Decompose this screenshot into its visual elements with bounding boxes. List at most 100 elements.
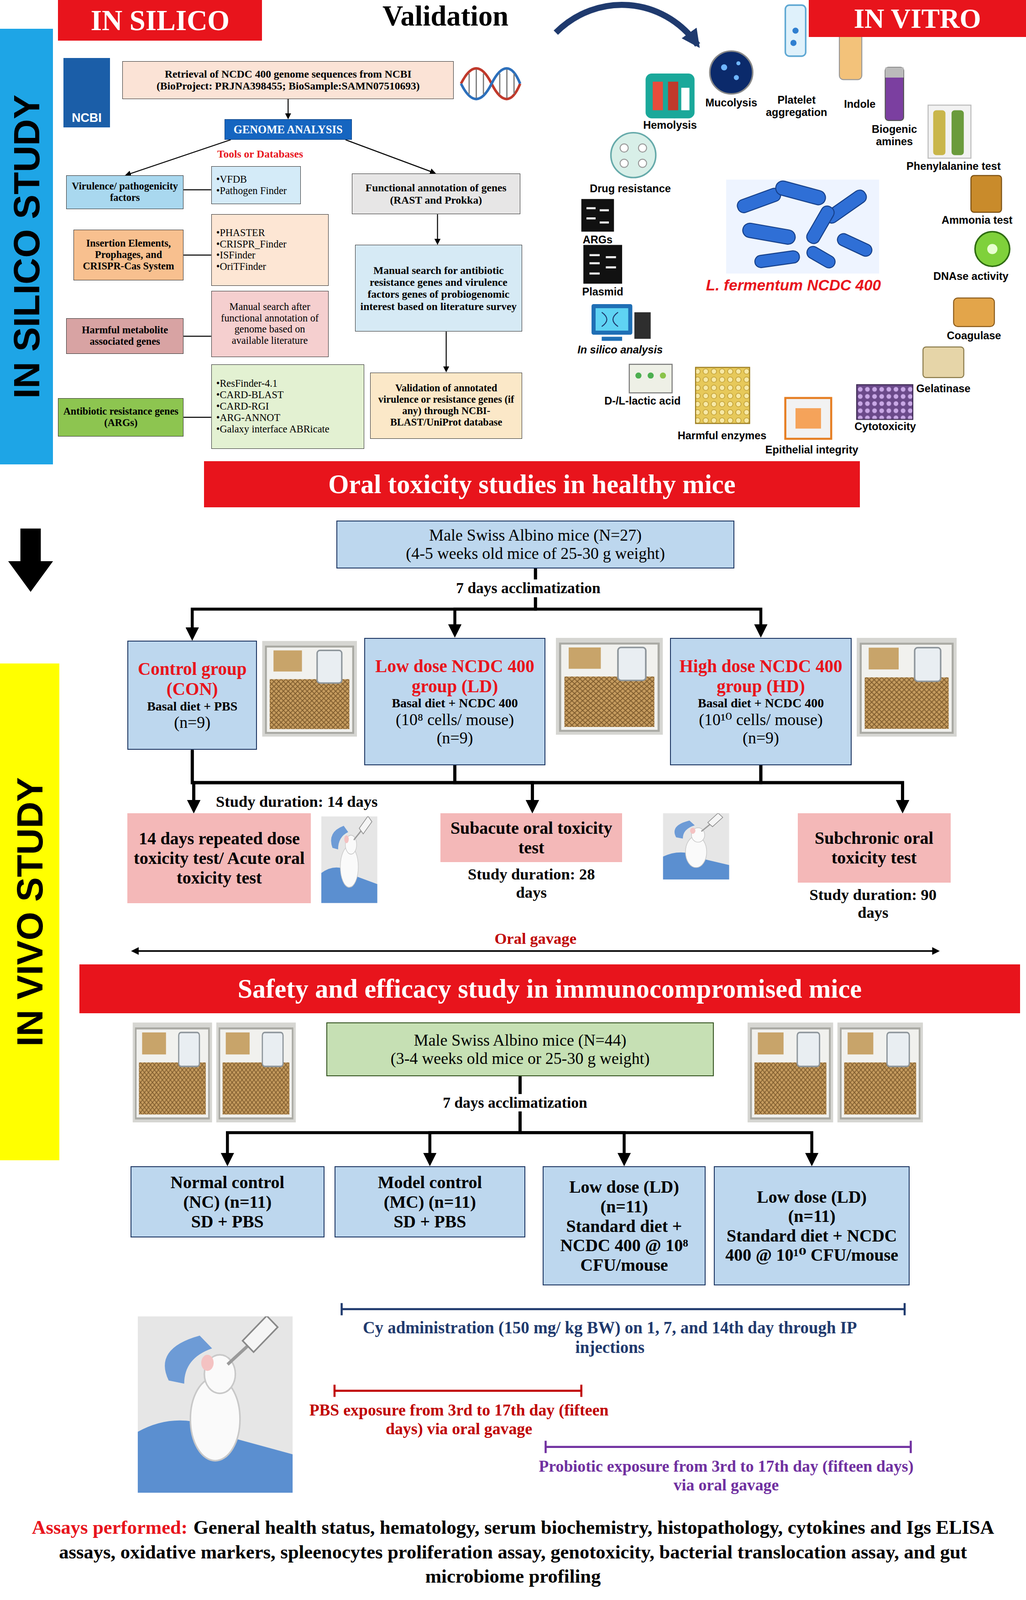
- assay-label: Indole: [843, 98, 876, 111]
- box-text: Basal diet + NCDC 400: [675, 695, 847, 710]
- box-text: •Pathogen Finder: [216, 185, 296, 197]
- assay-label: Hemolysis: [643, 119, 697, 132]
- note-heading: Assays performed:: [31, 1515, 188, 1538]
- assay-label: Ammonia test: [941, 214, 1013, 227]
- box-text: (3-4 weeks old mice or 25-30 g weight): [331, 1048, 709, 1068]
- connector-arrow: [520, 1075, 625, 1158]
- connector-arrow: [192, 568, 536, 633]
- text-label: Study duration: 28 days: [465, 864, 598, 902]
- box-text: 14 days repeated dose toxicity test/ Acu…: [131, 828, 307, 887]
- box-text: (n=9): [675, 728, 847, 747]
- category-box: Harmful metabolite associated genes: [66, 318, 184, 354]
- connector-arrow: [183, 188, 211, 190]
- bacteria-image: [726, 179, 880, 274]
- connector-arrow: [429, 1075, 521, 1158]
- assay-label: Biogenic amines: [858, 123, 931, 148]
- box-text: (10¹⁰ cells/ mouse): [675, 710, 847, 729]
- box-text: Oral toxicity studies in healthy mice: [208, 469, 856, 499]
- group-box: Model control(MC) (n=11)SD + PBS: [334, 1165, 526, 1237]
- box-text: SD + PBS: [340, 1211, 520, 1231]
- box-text: Normal control: [136, 1172, 319, 1192]
- connector-arrow: [445, 331, 447, 369]
- box-text: (n=9): [369, 728, 541, 747]
- box-text: •CRISPR_Finder: [216, 238, 324, 251]
- band-title: IN SILICO STUDY: [5, 94, 48, 399]
- tool-list-box: •VFDB•Pathogen Finder: [211, 166, 302, 205]
- box-text: Basal diet + NCDC 400: [369, 695, 541, 710]
- box-text: Retrieval of NCDC 400 genome sequences f…: [127, 68, 449, 80]
- box-text: •ResFinder-4.1: [216, 377, 360, 390]
- section-tag: IN SILICO: [57, 0, 262, 41]
- box-text: Subchronic oral toxicity test: [802, 827, 947, 867]
- heading-label: Validation: [382, 0, 509, 33]
- assay-label: D-/L-lactic acid: [604, 394, 681, 408]
- connector-arrow: [183, 254, 211, 256]
- box-text: Control group (CON): [132, 658, 252, 699]
- box-text: •Galaxy interface ABRicate: [216, 423, 360, 435]
- process-box: Manual search for antibiotic resistance …: [355, 244, 523, 332]
- section-band: Oral toxicity studies in healthy mice: [204, 460, 860, 508]
- down-arrow: [8, 528, 53, 592]
- process-box: GENOME ANALYSIS: [224, 119, 352, 140]
- box-text: (n=11): [719, 1205, 905, 1226]
- assay-label: Drug resistance: [589, 182, 671, 195]
- text-label: 7 days acclimatization: [451, 579, 605, 597]
- connector-arrow: [455, 568, 536, 630]
- process-box: Validation of annotated virulence or res…: [370, 372, 523, 439]
- box-text: Male Swiss Albino mice (N=44): [331, 1030, 709, 1049]
- timeline-label: Cy administration (150 mg/ kg BW) on 1, …: [334, 1317, 886, 1357]
- box-text: Standard diet + NCDC 400 @ 10¹⁰ CFU/mous…: [719, 1225, 905, 1265]
- box-text: Insertion Elements, Prophages, and CRISP…: [78, 237, 179, 273]
- box-text: •ISFinder: [216, 249, 324, 262]
- box-text: •VFDB: [216, 173, 296, 186]
- assay-label: In silico analysis: [577, 343, 663, 356]
- cohort-box: Male Swiss Albino mice (N=27)(4-5 weeks …: [336, 520, 735, 569]
- box-text: (MC) (n=11): [340, 1191, 520, 1212]
- box-text: Safety and efficacy study in immunocompr…: [83, 973, 1016, 1004]
- group-box: Control group (CON)Basal diet + PBS(n=9): [127, 640, 257, 750]
- section-band: Safety and efficacy study in immunocompr…: [79, 963, 1020, 1013]
- gavage-photo: [137, 812, 730, 1493]
- category-box: Virulence/ pathogenicity factors: [66, 175, 184, 210]
- box-text: Subacute oral toxicity test: [444, 817, 618, 857]
- text-label: Study duration: 90 days: [806, 885, 940, 922]
- box-text: •PHASTER: [216, 227, 324, 239]
- assay-label: Epithelial integrity: [765, 443, 859, 456]
- box-text: (BioProject: PRJNA398455; BioSample:SAMN…: [127, 79, 449, 92]
- assay-label: Plasmid: [582, 285, 624, 299]
- assay-note: Assays performed:General health status, …: [10, 1514, 1016, 1587]
- box-text: •OriTFinder: [216, 261, 324, 273]
- category-box: Insertion Elements, Prophages, and CRISP…: [73, 229, 184, 281]
- group-box: Low dose (LD)(n=11)Standard diet + NCDC …: [542, 1165, 707, 1285]
- tool-list-box: •PHASTER•CRISPR_Finder•ISFinder•OriTFind…: [211, 214, 329, 286]
- side-band: IN SILICO STUDY: [0, 28, 53, 465]
- box-text: Antibiotic resistance genes (ARGs): [62, 405, 179, 429]
- timeline-label: PBS exposure from 3rd to 17th day (fifte…: [305, 1400, 612, 1438]
- connector-arrow: [345, 139, 433, 173]
- box-text: Virulence/ pathogenicity factors: [71, 180, 179, 204]
- process-box: Functional annotation of genes (RAST and…: [351, 173, 521, 215]
- group-box: Low dose (LD)(n=11)Standard diet + NCDC …: [713, 1165, 910, 1285]
- assay-label: Phenylalanine test: [906, 160, 1001, 173]
- connector-arrow: [183, 335, 211, 337]
- connector-arrow: [183, 416, 211, 418]
- text-label: Tools or Databases: [217, 147, 304, 161]
- connector-arrow: [227, 1075, 520, 1158]
- box-text: Validation of annotated virulence or res…: [375, 382, 518, 429]
- box-text: Manual search after functional annotatio…: [216, 301, 324, 347]
- box-text: Basal diet + PBS: [132, 698, 252, 713]
- box-text: Low dose (LD): [719, 1186, 905, 1207]
- text-label: Study duration: 14 days: [211, 792, 383, 811]
- group-box: Normal control(NC) (n=11)SD + PBS: [130, 1165, 325, 1237]
- box-text: IN VITRO: [813, 3, 1022, 35]
- box-text: (4-5 weeks old mice of 25-30 g weight): [341, 544, 729, 563]
- test-box: Subacute oral toxicity test: [440, 812, 623, 862]
- box-text: (10⁸ cells/ mouse): [369, 710, 541, 729]
- connector-arrow: [455, 764, 533, 806]
- connector-arrow: [532, 764, 761, 806]
- box-text: Male Swiss Albino mice (N=27): [341, 525, 729, 545]
- connector-arrow: [436, 214, 438, 241]
- test-box: 14 days repeated dose toxicity test/ Acu…: [127, 812, 311, 903]
- box-text: (n=9): [132, 712, 252, 732]
